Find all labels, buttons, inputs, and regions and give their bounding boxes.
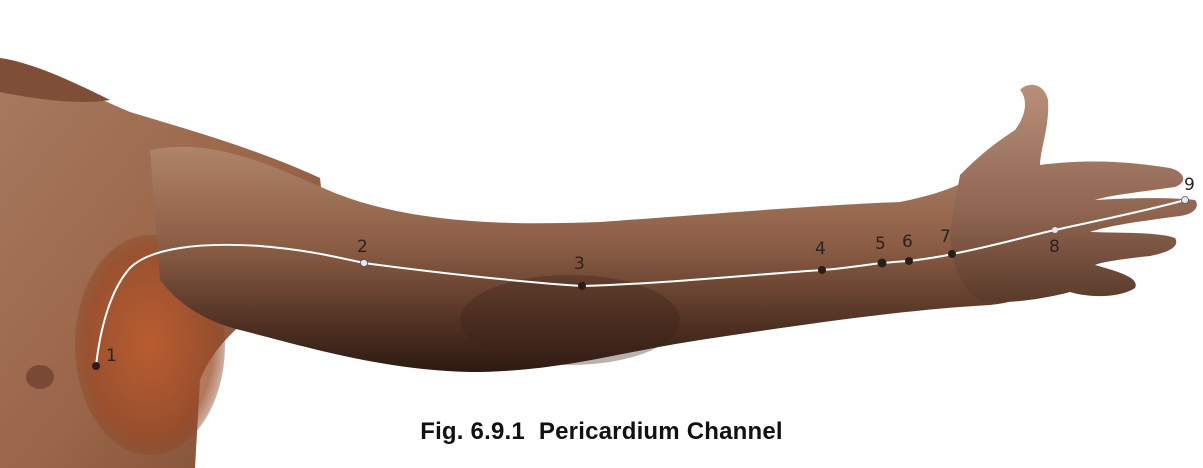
point-label-7: 7 [940,227,951,247]
point-label-3: 3 [574,254,585,274]
point-label-8: 8 [1049,237,1060,257]
point-6-marker [905,257,913,265]
point-label-2: 2 [357,237,368,257]
point-5-marker [878,259,887,268]
figure-caption: Fig. 6.9.1 Pericardium Channel [0,418,1203,446]
point-7-marker [948,250,956,258]
elbow-shading [460,275,680,365]
point-label-1: 1 [106,346,117,366]
figure-title: Pericardium Channel [539,418,783,445]
hand-shape [950,85,1197,302]
point-8-marker [1052,227,1058,233]
point-2-marker [361,260,368,267]
figure-number: Fig. 6.9.1 [420,418,525,445]
point-9-marker [1182,197,1189,204]
point-label-9: 9 [1184,175,1195,195]
point-3-marker [578,282,586,290]
point-label-6: 6 [902,232,913,252]
nipple [26,365,54,389]
point-1-marker [92,362,100,370]
point-4-marker [818,266,826,274]
point-label-5: 5 [875,234,886,254]
point-label-4: 4 [815,239,826,259]
